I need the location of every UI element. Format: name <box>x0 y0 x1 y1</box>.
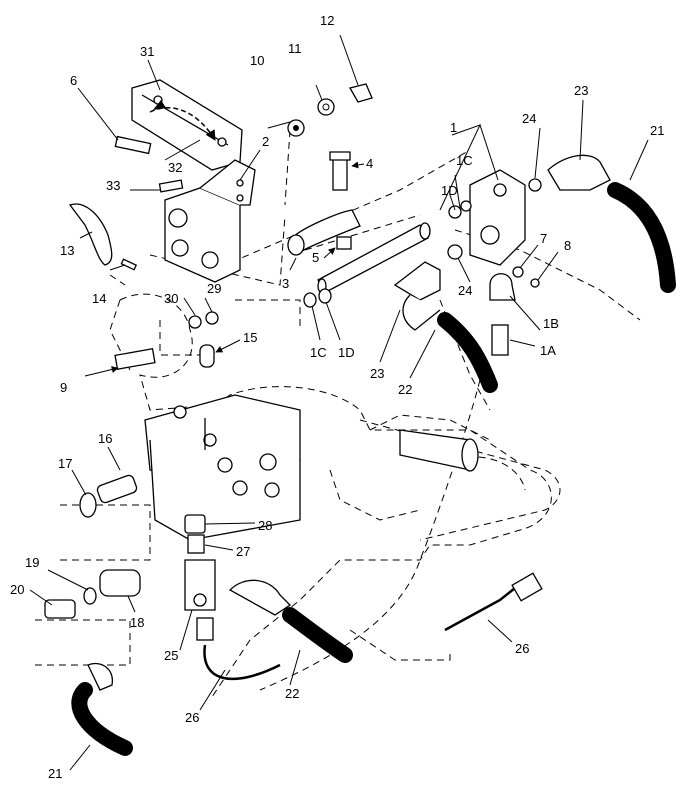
callout-6: 6 <box>70 73 77 88</box>
callout-labels: 1 1A 1B 1C 1D 1C 1D 2 3 4 5 6 7 8 9 10 1… <box>10 13 664 781</box>
callout-33: 33 <box>106 178 120 193</box>
callout-3: 3 <box>282 276 289 291</box>
left-fittings <box>44 474 141 619</box>
leader-lines <box>29 34 649 771</box>
callout-15: 15 <box>243 330 257 345</box>
callout-2: 2 <box>262 134 269 149</box>
callout-26: 26 <box>185 710 199 725</box>
callout-28: 28 <box>258 518 272 533</box>
valve-body <box>144 394 301 541</box>
callout-23: 23 <box>370 366 384 381</box>
tee-fittings <box>184 514 543 680</box>
hardware <box>68 83 431 370</box>
callout-10: 10 <box>250 53 264 68</box>
callout-21: 21 <box>48 766 62 781</box>
callout-24: 24 <box>458 283 472 298</box>
callout-13: 13 <box>60 243 74 258</box>
callout-22: 22 <box>285 686 299 701</box>
callout-11: 11 <box>288 41 302 56</box>
callout-23: 23 <box>574 83 588 98</box>
callout-17: 17 <box>58 456 72 471</box>
callout-30: 30 <box>164 291 178 306</box>
callout-1C: 1C <box>310 345 327 360</box>
callout-1D: 1D <box>338 345 355 360</box>
callout-9: 9 <box>60 380 67 395</box>
callout-32: 32 <box>168 160 182 175</box>
callout-14: 14 <box>92 291 106 306</box>
callout-31: 31 <box>140 44 154 59</box>
callout-21: 21 <box>650 123 664 138</box>
control-valve <box>447 154 611 356</box>
lower-hose <box>71 662 133 756</box>
callout-1: 1 <box>450 120 457 135</box>
callout-29: 29 <box>207 281 221 296</box>
callout-20: 20 <box>10 582 24 597</box>
shaft-housing <box>359 419 561 541</box>
upper-hose-assembly <box>393 182 676 393</box>
callout-16: 16 <box>98 431 112 446</box>
bracket-plate <box>131 79 243 171</box>
mounting-bracket <box>164 159 256 283</box>
callout-27: 27 <box>236 544 250 559</box>
callout-26: 26 <box>515 641 529 656</box>
callout-18: 18 <box>130 615 144 630</box>
callout-1D: 1D <box>441 183 458 198</box>
callout-12: 12 <box>320 13 334 28</box>
callout-4: 4 <box>366 156 373 171</box>
callout-25: 25 <box>164 648 178 663</box>
callout-1B: 1B <box>543 316 559 331</box>
callout-22: 22 <box>398 382 412 397</box>
callout-19: 19 <box>25 555 39 570</box>
callout-8: 8 <box>564 238 571 253</box>
callout-24: 24 <box>522 111 536 126</box>
callout-5: 5 <box>312 250 319 265</box>
callout-7: 7 <box>540 231 547 246</box>
callout-1A: 1A <box>540 343 556 358</box>
callout-1C: 1C <box>456 153 473 168</box>
